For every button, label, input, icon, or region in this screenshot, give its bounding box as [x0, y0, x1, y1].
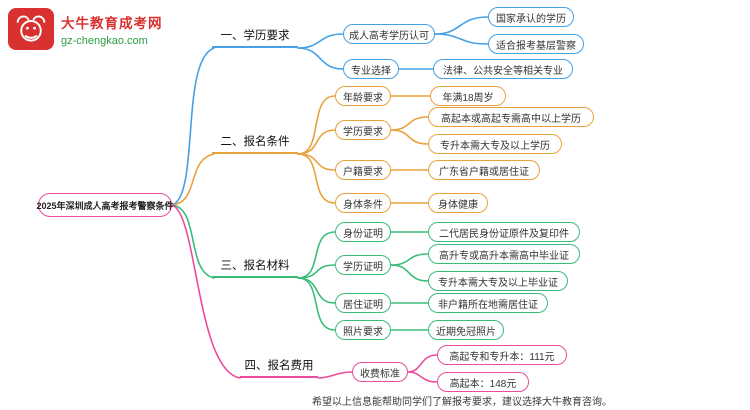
root-node: 2025年深圳成人高考报考警察条件 — [36, 193, 174, 217]
node-fee-standard: 收费标准 — [352, 362, 408, 382]
node-education-proof: 学历证明 — [335, 255, 391, 275]
site-url: gz-chengkao.com — [61, 34, 148, 47]
node-age-18: 年满18周岁 — [430, 86, 506, 106]
node-education-requirement: 学历要求 — [335, 120, 391, 140]
branch3-links — [171, 204, 429, 331]
logo-text: 大牛教育成考网 gz-chengkao.com — [61, 12, 163, 47]
node-recent-photo: 近期免冠照片 — [428, 320, 504, 340]
node-related-majors: 法律、公共安全等相关专业 — [433, 59, 573, 79]
node-residency-requirement: 户籍要求 — [335, 160, 391, 180]
node-highschool-diploma: 高升专或高升本需高中毕业证 — [428, 244, 580, 264]
node-fee-148: 高起本：148元 — [437, 372, 529, 392]
node-health-requirement: 身体条件 — [335, 193, 391, 213]
node-college-required: 专升本需大专及以上学历 — [428, 134, 562, 154]
site-logo[interactable]: 大牛教育成考网 gz-chengkao.com — [8, 8, 163, 50]
node-college-diploma: 专升本需大专及以上毕业证 — [428, 271, 568, 291]
node-id-proof: 身份证明 — [335, 222, 391, 242]
node-guangdong-hukou: 广东省户籍或居住证 — [428, 160, 540, 180]
node-highschool-required: 高起本或高起专需高中以上学历 — [428, 107, 594, 127]
node-state-recognized-degree: 国家承认的学历 — [488, 7, 574, 27]
node-photo-requirement: 照片要求 — [335, 320, 391, 340]
site-name: 大牛教育成考网 — [61, 15, 163, 31]
branch2-links — [171, 95, 431, 206]
node-fee-111: 高起专和专升本：111元 — [437, 345, 567, 365]
node-age-requirement: 年龄要求 — [335, 86, 391, 106]
branch-education-requirements: 一、学历要求 — [212, 28, 298, 48]
node-residence-proof: 居住证明 — [335, 293, 391, 313]
branch-registration-fees: 四、报名费用 — [240, 358, 318, 378]
branch4-links — [171, 204, 438, 383]
node-id-card: 二代居民身份证原件及复印件 — [428, 222, 580, 242]
node-healthy: 身体健康 — [428, 193, 488, 213]
node-degree-recognition: 成人高考学历认可 — [343, 24, 435, 44]
bull-logo-icon — [8, 8, 54, 50]
branch-registration-materials: 三、报名材料 — [212, 258, 298, 278]
footnote-text: 希望以上信息能帮助同学们了解报考要求，建议选择大牛教育咨询。 — [312, 397, 612, 408]
branch-registration-conditions: 二、报名条件 — [212, 134, 298, 154]
branch1-links — [171, 16, 489, 206]
node-major-choice: 专业选择 — [343, 59, 399, 79]
node-grassroots-police: 适合报考基层警察 — [488, 34, 584, 54]
node-residence-permit: 非户籍所在地需居住证 — [428, 293, 548, 313]
